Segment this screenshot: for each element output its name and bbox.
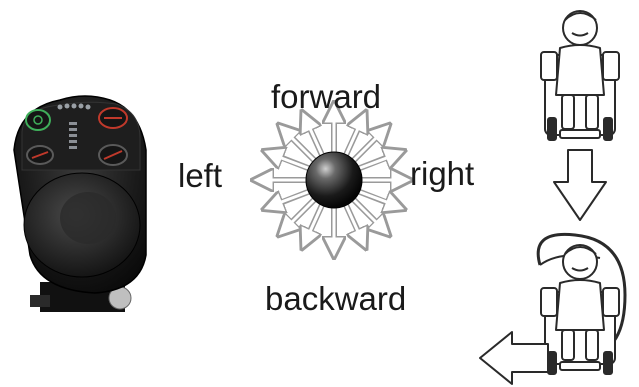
label-right: right <box>410 157 474 190</box>
wheelchair-user-icon <box>541 11 619 140</box>
wheelchair-user-turning-icon <box>538 234 625 374</box>
left-arrow-icon <box>480 332 548 384</box>
label-backward: backward <box>265 282 406 315</box>
label-left: left <box>178 159 222 192</box>
down-arrow-icon <box>554 150 606 220</box>
label-forward: forward <box>271 80 381 113</box>
